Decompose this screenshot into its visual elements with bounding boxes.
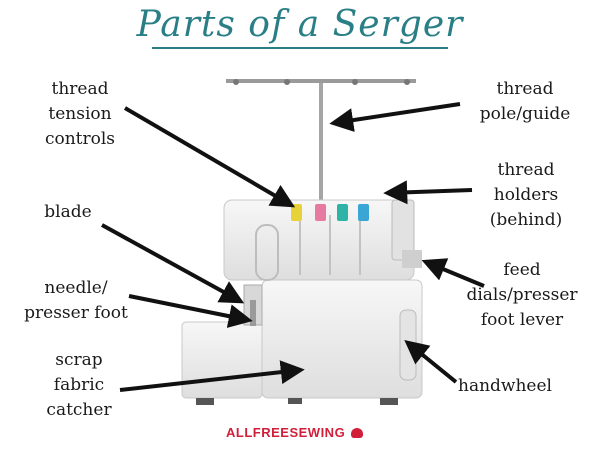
title-underline [152,47,448,49]
label-thread-holders: thread holders (behind) [489,160,563,230]
arrow-scrap [119,360,305,392]
label-blade: blade [44,202,92,222]
brand-part2: FREESEWING [252,425,346,440]
arrow-needle [128,294,253,328]
label-feed-dials: feed dials/presser foot lever [466,260,578,330]
serger-body [181,199,423,405]
tension-dials [291,204,369,221]
diagram-title: Parts of a Serger [136,4,464,45]
arrow-blade [101,223,245,304]
arrow-pole [329,102,461,133]
brand-part1: ALL [226,425,253,440]
arrow-holders [383,180,473,205]
label-scrap-fabric-catcher: scrap fabric catcher [46,350,112,420]
label-thread-pole-guide: thread pole/guide [479,79,571,124]
pointer-arrows [101,102,485,392]
brand-logo: ALLFREESEWING [226,425,376,440]
arrow-feed [421,258,485,288]
pincushion-icon [351,428,364,438]
arrow-thread-tension [123,106,296,208]
arrow-handwheel [404,339,458,384]
label-thread-tension: thread tension controls [44,79,116,149]
label-needle-presser-foot: needle/ presser foot [24,278,128,323]
label-handwheel: handwheel [458,376,552,396]
thread-pole [226,79,416,203]
